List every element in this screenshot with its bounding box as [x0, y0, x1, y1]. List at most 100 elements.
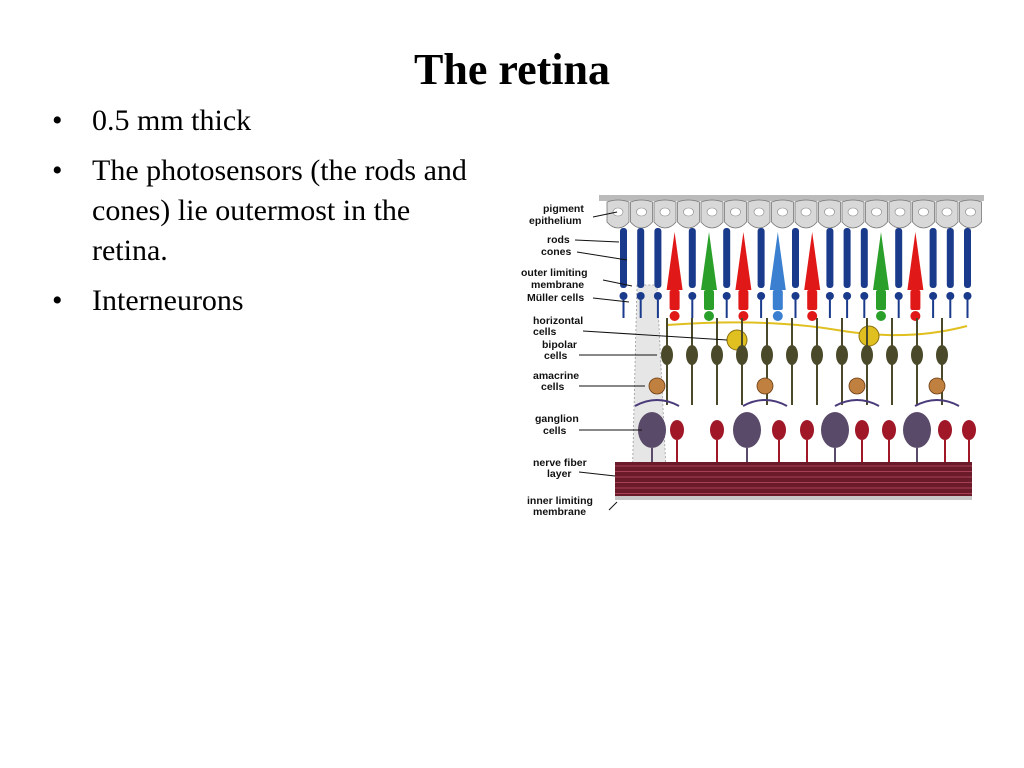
cone-inner-segment — [807, 290, 818, 310]
diagram-labels: pigment epithelium rods cones outer limi… — [521, 203, 593, 518]
cone-outer-segment — [666, 232, 683, 290]
rod-cell — [637, 228, 645, 288]
label-inner-limiting: inner limiting — [527, 495, 593, 507]
horizontal-cell — [858, 325, 880, 347]
amacrine-process — [914, 399, 960, 407]
label-outer-limiting: outer limiting — [521, 267, 588, 279]
label-ganglion-cells: cells — [543, 425, 567, 437]
bipolar-cell — [711, 345, 723, 365]
photoreceptor-layer — [619, 228, 972, 321]
bipolar-cell — [886, 345, 898, 365]
ganglion-cell — [882, 420, 896, 440]
label-leader-lines — [574, 211, 728, 511]
cone-inner-segment — [738, 290, 749, 310]
ganglion-cell — [670, 420, 684, 440]
ganglion-cell — [733, 412, 761, 448]
amacrine-cell — [648, 377, 666, 395]
bipolar-cell — [836, 345, 848, 365]
bullet-icon: • — [52, 154, 63, 187]
bipolar-cell — [936, 345, 948, 365]
pigment-nucleus — [683, 207, 694, 217]
ganglion-cell — [855, 420, 869, 440]
cone-outer-segment — [873, 232, 889, 290]
label-membrane-inner: membrane — [533, 506, 586, 518]
cone-inner-segment — [669, 290, 680, 310]
cone-nucleus — [910, 311, 921, 321]
bipolar-cell — [661, 345, 673, 365]
label-epithelium: epithelium — [529, 215, 582, 227]
cone-outer-segment — [907, 232, 924, 290]
cone-inner-segment — [704, 290, 714, 310]
amacrine-process — [634, 399, 680, 407]
rod-cell — [826, 228, 834, 288]
nerve-fiber-layer — [615, 462, 972, 500]
pigment-nucleus — [894, 207, 906, 217]
bullet-text: Interneurons — [92, 284, 244, 317]
bullet-text: The photosensors (the rods and cones) li… — [92, 154, 467, 267]
pigment-nucleus — [800, 207, 812, 217]
rod-nucleus — [963, 292, 972, 300]
bullet-text: 0.5 mm thick — [92, 104, 252, 137]
label-amacrine: amacrine — [533, 370, 579, 382]
rod-nucleus — [653, 292, 662, 300]
rod-cell — [654, 228, 662, 288]
amacrine-process — [834, 399, 880, 407]
label-ganglion: ganglion — [535, 413, 579, 425]
label-nerve-fiber: nerve fiber — [533, 457, 587, 469]
amacrine-cell — [848, 377, 866, 395]
bullet-icon: • — [52, 284, 63, 317]
rod-cell — [946, 228, 954, 288]
rod-nucleus — [619, 292, 628, 300]
inner-limiting-membrane — [615, 496, 972, 500]
rod-cell — [757, 228, 765, 288]
cone-outer-segment — [701, 232, 717, 290]
nerve-fiber-band — [615, 462, 972, 496]
cone-nucleus — [807, 311, 818, 321]
ganglion-cell — [962, 420, 976, 440]
amacrine-cell — [928, 377, 946, 395]
rod-cell — [860, 228, 868, 288]
ganglion-cell — [903, 412, 931, 448]
pigment-nucleus — [918, 207, 929, 217]
rod-cell — [964, 228, 971, 288]
rod-cell — [843, 228, 851, 288]
label-horizontal: horizontal — [533, 315, 583, 327]
label-muller: Müller cells — [527, 292, 584, 304]
ganglion-cell — [638, 412, 666, 448]
label-pigment: pigment — [543, 203, 584, 215]
pigment-nucleus — [777, 207, 788, 217]
rod-nucleus — [688, 292, 697, 300]
slide-title: The retina — [414, 45, 610, 94]
bipolar-cell — [761, 345, 773, 365]
pigment-nucleus — [965, 207, 976, 217]
retina-diagram: pigment epithelium rods cones outer limi… — [517, 190, 987, 525]
pigment-nucleus — [824, 207, 835, 217]
pigment-epithelium-border — [599, 195, 984, 201]
cone-nucleus — [669, 311, 680, 321]
bullet-item: • Interneurons — [52, 281, 482, 321]
cone-outer-segment — [735, 232, 752, 290]
pigment-nucleus — [753, 207, 765, 217]
cone-inner-segment — [876, 290, 886, 310]
rod-nucleus — [757, 292, 766, 300]
pigment-nucleus — [612, 207, 624, 217]
rod-nucleus — [636, 292, 645, 300]
rod-nucleus — [860, 292, 869, 300]
label-layer: layer — [547, 468, 572, 480]
pigment-nucleus — [659, 207, 671, 217]
label-bipolar-cells: cells — [544, 350, 568, 362]
cone-nucleus — [876, 311, 886, 321]
bipolar-cell — [911, 345, 923, 365]
label-amacrine-cells: cells — [541, 381, 565, 393]
rod-cell — [895, 228, 903, 288]
pigment-nucleus — [730, 207, 741, 217]
pigment-nucleus — [871, 207, 882, 217]
ganglion-cell — [772, 420, 786, 440]
cone-outer-segment — [804, 232, 821, 290]
ganglion-cell — [800, 420, 814, 440]
rod-cell — [929, 228, 937, 288]
pigment-nucleus — [847, 207, 859, 217]
rod-nucleus — [929, 292, 938, 300]
bullet-list: • 0.5 mm thick • The photosensors (the rod… — [52, 101, 482, 331]
amacrine-cell — [756, 377, 774, 395]
